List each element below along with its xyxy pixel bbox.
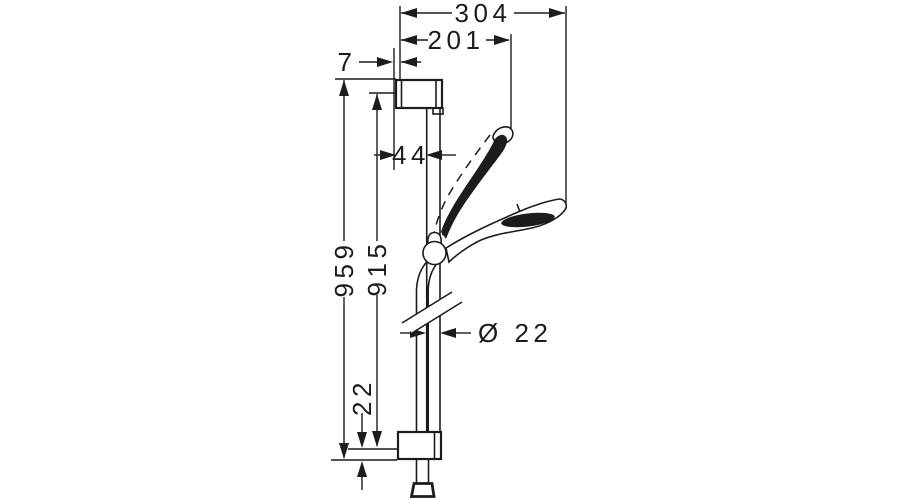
dim-label-head-reach: 201	[428, 25, 485, 55]
arrow-down-icon	[372, 431, 382, 447]
arrow-up-icon	[357, 461, 367, 477]
slider-knob	[422, 240, 447, 266]
arrow-left-icon	[440, 328, 456, 338]
dim-bottom-offset: 22	[347, 378, 377, 490]
dim-label-bar-offset: 44	[392, 140, 430, 170]
wall-bracket-top	[394, 78, 444, 115]
dim-label-wall-offset: 7	[338, 47, 357, 77]
arrow-down-icon	[339, 443, 349, 459]
slider-lock-lever	[427, 231, 442, 245]
dim-total-height: 959	[329, 78, 397, 461]
phantom-handle-shading	[441, 134, 508, 239]
dim-bar-diameter: Ø 22	[400, 318, 552, 348]
wall-bracket-bottom	[396, 430, 443, 461]
arrow-right-icon	[377, 57, 393, 67]
handle-joint-line	[516, 203, 521, 213]
hand-shower-raised-phantom	[432, 126, 514, 244]
bar-break-lines	[401, 291, 463, 334]
arrow-right-icon	[380, 150, 396, 160]
dim-label-total-reach: 304	[455, 0, 512, 28]
bracket-body	[394, 78, 444, 110]
dim-wall-offset: 7	[338, 47, 421, 170]
dim-head-reach: 201	[401, 25, 512, 130]
arrow-up-icon	[339, 80, 349, 96]
dim-label-bar-height: 915	[362, 240, 392, 297]
hand-shower-body	[445, 198, 568, 264]
break-mask	[402, 292, 462, 333]
break-line	[401, 291, 453, 324]
dim-label-bottom-offset: 22	[347, 378, 377, 416]
dim-bar-offset: 44	[374, 140, 456, 170]
hose-right-edge	[427, 262, 439, 432]
arrow-left-icon	[426, 150, 442, 160]
hose-connector-nut	[409, 482, 436, 498]
dim-label-total-height: 959	[329, 241, 359, 298]
hose-left-edge	[415, 260, 429, 432]
slider-holder	[422, 231, 447, 266]
phantom-outline-dashed-inner	[441, 145, 498, 239]
hand-shower	[445, 198, 568, 264]
arrow-right-icon	[549, 8, 565, 18]
arrow-left-icon	[401, 8, 417, 18]
dim-bar-height: 915	[348, 92, 398, 450]
shower-hose	[415, 260, 439, 432]
shower-bar	[425, 106, 441, 450]
phantom-outline-dashed	[432, 134, 491, 244]
arrow-right-icon	[494, 35, 510, 45]
arrow-left-icon	[401, 35, 417, 45]
break-line	[411, 301, 463, 334]
dim-label-bar-diameter: Ø 22	[478, 318, 552, 348]
dim-total-reach: 304	[399, 0, 567, 204]
arrow-down-icon	[357, 432, 367, 448]
hose-outlet	[409, 459, 436, 498]
spray-face	[501, 212, 555, 228]
arrow-up-icon	[372, 94, 382, 110]
bracket-step	[432, 107, 444, 115]
arrow-left-icon	[401, 57, 417, 67]
